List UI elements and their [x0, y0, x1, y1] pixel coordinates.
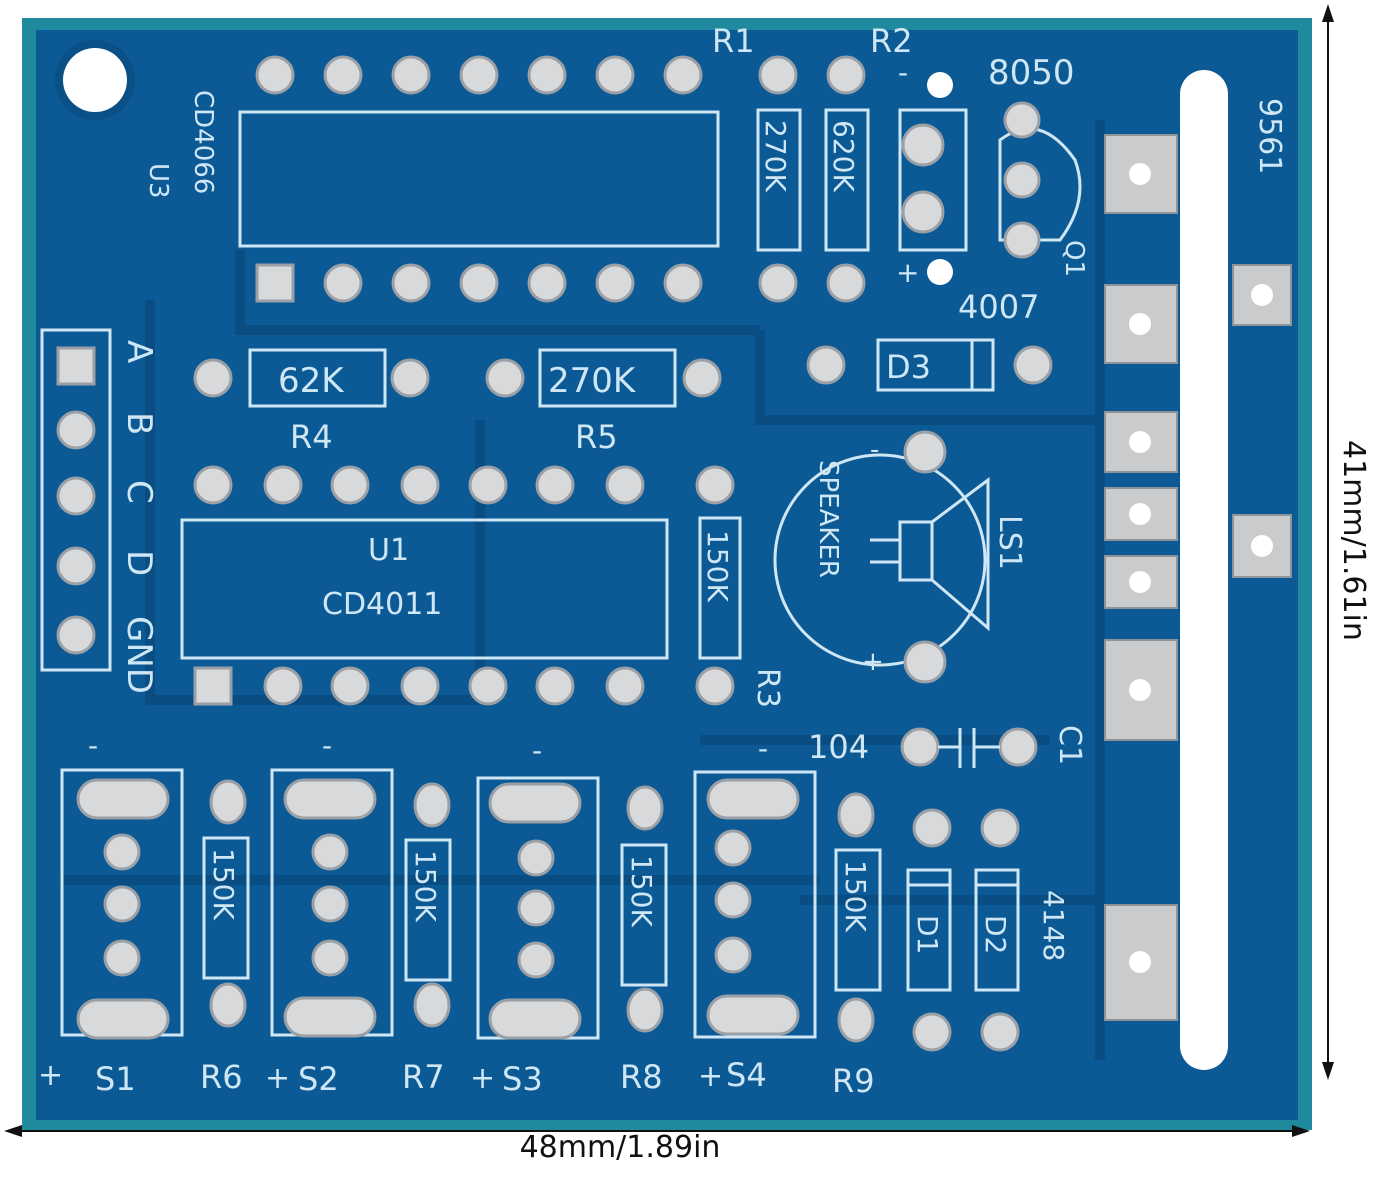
q1-ref-label: Q1 — [1059, 240, 1089, 277]
r4-label: R4 — [290, 418, 333, 456]
c1-label: C1 — [1052, 725, 1087, 765]
s2-label: S2 — [298, 1060, 339, 1098]
q1-part-label: 8050 — [988, 53, 1075, 93]
u3-outline — [238, 110, 720, 248]
q1-pads — [1003, 101, 1041, 259]
r4-value: 62K — [278, 361, 345, 401]
u3-pads — [255, 55, 703, 303]
conn-a: A — [119, 340, 159, 363]
s1-plus: + — [38, 1058, 63, 1093]
s2-minus: - — [322, 729, 332, 762]
d1-label: D1 — [911, 915, 944, 954]
r3-label: R3 — [750, 668, 785, 708]
r5-label: R5 — [575, 418, 618, 456]
d12-part-label: 4148 — [1037, 890, 1070, 961]
r1-value: 270K — [759, 120, 792, 192]
r7-label: R7 — [402, 1058, 445, 1096]
s3-label: S3 — [502, 1060, 543, 1098]
r9-label: R9 — [832, 1062, 875, 1100]
u3-ref-label: U3 — [143, 163, 173, 199]
mic-plus: + — [896, 256, 919, 289]
r6-value: 150K — [207, 848, 240, 920]
speaker-label: SPEAKER — [813, 460, 843, 578]
s2-plus: + — [265, 1061, 290, 1096]
conn-c: C — [119, 480, 159, 504]
u1-outline — [180, 518, 669, 660]
u1-part-label: CD4011 — [322, 587, 442, 622]
r8-label: R8 — [620, 1058, 663, 1096]
conn-d: D — [119, 550, 159, 576]
height-dimension-label: 41mm/1.61in — [1336, 440, 1371, 641]
traces — [60, 120, 1105, 1060]
s3-minus: - — [532, 734, 542, 767]
ls1-label: LS1 — [992, 515, 1027, 570]
d3-part-label: 4007 — [958, 288, 1039, 326]
r7-value: 150K — [409, 850, 442, 922]
u1-pads — [193, 465, 735, 706]
s3-plus: + — [470, 1061, 495, 1096]
speaker-icon — [870, 477, 990, 632]
r2-value: 620K — [827, 120, 860, 192]
antenna-part-label: 9561 — [1252, 98, 1287, 174]
r2-label: R2 — [870, 22, 913, 60]
r5-value: 270K — [548, 361, 637, 401]
speaker-outline — [773, 453, 987, 667]
s1-label: S1 — [95, 1060, 136, 1098]
d2-label: D2 — [979, 915, 1012, 954]
r4-r5-pads — [193, 358, 722, 398]
width-dimension-label: 48mm/1.89in — [519, 1130, 721, 1165]
s4-plus: + — [698, 1059, 723, 1094]
s4-label: S4 — [726, 1056, 767, 1094]
spk-plus: + — [862, 647, 884, 677]
r1-r2-pads — [758, 55, 866, 303]
resistor-pads-bottom — [209, 779, 1020, 1052]
d3-ref-label: D3 — [886, 348, 931, 386]
r1-label: R1 — [712, 22, 755, 60]
mounting-hole — [63, 48, 127, 112]
s1-minus: - — [88, 729, 98, 762]
conn-b: B — [119, 412, 159, 435]
s4-minus: - — [758, 732, 768, 765]
edge-pads — [1104, 134, 1292, 1021]
u1-ref-label: U1 — [368, 533, 409, 568]
u3-part-label: CD4066 — [188, 90, 218, 194]
board-slot — [1180, 70, 1228, 1070]
r8-value: 150K — [625, 855, 658, 927]
c1-value: 104 — [808, 728, 869, 766]
spk-minus: - — [870, 435, 879, 465]
r3-value: 150K — [701, 530, 734, 602]
r9-value: 150K — [839, 860, 872, 932]
mic-pads — [901, 123, 945, 234]
mic-minus: - — [898, 56, 908, 89]
switch-pads — [76, 778, 800, 1040]
conn-gnd: GND — [119, 616, 159, 694]
r6-label: R6 — [200, 1058, 243, 1096]
connector-pads — [56, 346, 96, 655]
